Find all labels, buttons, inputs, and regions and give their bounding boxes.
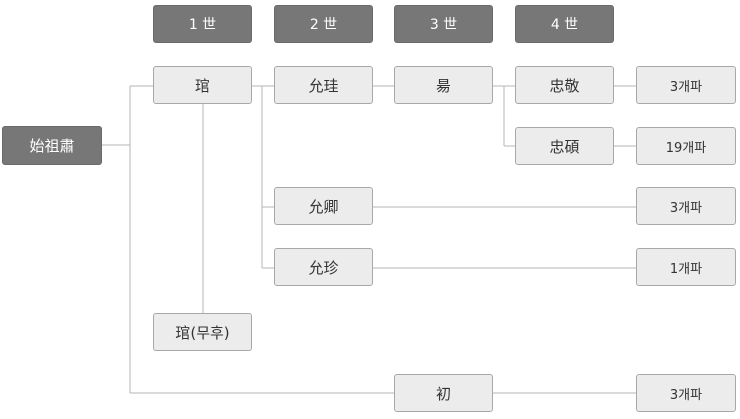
generation-header-3: 3 世 (394, 5, 493, 43)
gen1-node-main: 琯 (153, 66, 252, 104)
generation-header-2: 2 世 (274, 5, 373, 43)
gen4-node-1: 忠敬 (515, 66, 614, 104)
root-node: 始祖肅 (2, 126, 102, 165)
generation-header-1: 1 世 (153, 5, 252, 43)
branch-count-1: 3개파 (636, 66, 736, 104)
gen1-node-other: 琯(무후) (153, 313, 252, 351)
branch-count-5: 3개파 (636, 374, 736, 412)
gen2-node-3: 允珍 (274, 248, 373, 286)
gen3-node-b: 初 (394, 374, 493, 412)
generation-header-4: 4 世 (515, 5, 614, 43)
branch-count-2: 19개파 (636, 127, 736, 165)
gen2-node-2: 允卿 (274, 187, 373, 225)
branch-count-4: 1개파 (636, 248, 736, 286)
branch-count-3: 3개파 (636, 187, 736, 225)
gen4-node-2: 忠碩 (515, 127, 614, 165)
gen2-node-1: 允珪 (274, 66, 373, 104)
gen3-node-a: 昜 (394, 66, 493, 104)
